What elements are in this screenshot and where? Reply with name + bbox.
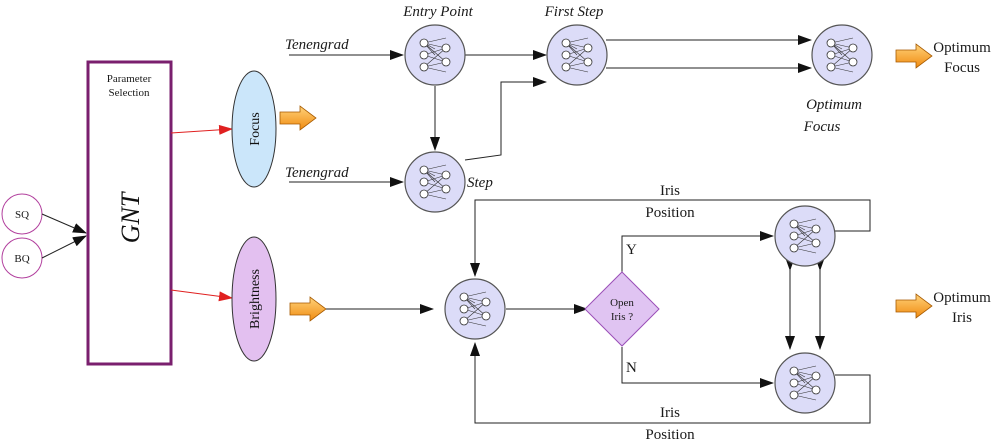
iris-position-top-loop (470, 199, 871, 277)
decision-line2: Iris ? (611, 311, 633, 323)
brightness-output-arrow (289, 296, 327, 322)
focus-node: Focus (231, 70, 277, 188)
optimum-focus-neuron (811, 24, 873, 86)
iris-position-bottom-loop (470, 342, 871, 424)
sq-to-gnt-arrow (41, 213, 87, 234)
tenengrad-bottom-label: Tenengrad (285, 165, 349, 181)
step-to-first-arrow (464, 77, 547, 161)
output-focus-line2: Focus (944, 60, 980, 76)
brightness-label: Brightness (248, 269, 263, 329)
sq-input-node: SQ (1, 193, 43, 235)
optimum-focus-italic-line1: Optimum (806, 97, 862, 113)
optimum-focus-italic-line2: Focus (803, 119, 841, 135)
decision-yes-arrow (621, 231, 774, 272)
iris-position-bottom-line1: Iris (660, 405, 680, 421)
optimum-focus-arrow (895, 43, 933, 69)
iris-no-neuron (774, 352, 836, 414)
gnt-header-line2: Selection (109, 87, 150, 99)
iris-position-bottom-line2: Position (645, 427, 695, 443)
gnt-title: GNT (116, 191, 145, 243)
bq-label: BQ (14, 253, 29, 265)
focus-output-arrow (279, 105, 317, 131)
brightness-node: Brightness (231, 236, 277, 362)
first-step-label: First Step (544, 4, 604, 20)
entry-point-label: Entry Point (402, 4, 473, 20)
decision-no-arrow (621, 347, 774, 388)
decision-no-label: N (626, 360, 637, 376)
step-label: Step (467, 175, 493, 191)
bq-input-node: BQ (1, 237, 43, 279)
decision-yes-label: Y (626, 242, 637, 258)
optimum-iris-arrow (895, 293, 933, 319)
iris-position-top-line1: Iris (660, 183, 680, 199)
first-step-neuron (546, 24, 608, 86)
output-iris-line1: Optimum (933, 290, 991, 306)
open-iris-decision: Open Iris ? (584, 271, 660, 347)
gnt-to-focus-link (170, 124, 233, 135)
iris-position-top-line2: Position (645, 205, 695, 221)
output-iris-line2: Iris (952, 310, 972, 326)
gnt-block: Parameter Selection GNT (86, 60, 173, 366)
output-focus-line1: Optimum (933, 40, 991, 56)
iris-yes-neuron (774, 205, 836, 267)
sq-label: SQ (15, 209, 29, 221)
entry-point-neuron (404, 24, 466, 86)
bq-to-gnt-arrow (41, 235, 87, 259)
focus-label: Focus (248, 112, 263, 145)
tenengrad-top-label: Tenengrad (285, 37, 349, 53)
gnt-to-brightness-link (170, 289, 233, 302)
iris-neuron (444, 278, 506, 340)
decision-line1: Open (610, 297, 634, 309)
step-neuron (404, 151, 466, 213)
gnt-header-line1: Parameter (107, 73, 152, 85)
